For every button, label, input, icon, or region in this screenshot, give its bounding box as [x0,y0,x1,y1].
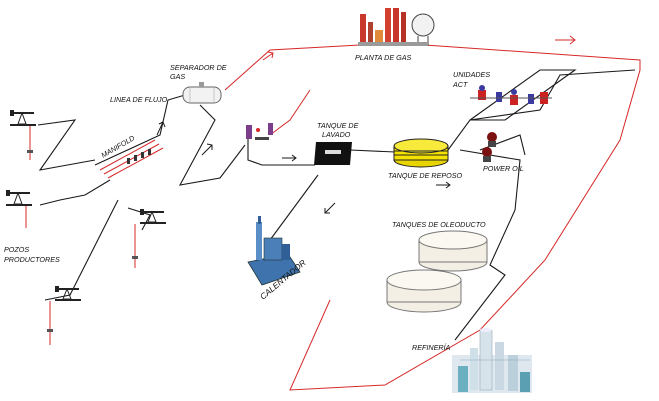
pumpjack-well-4 [47,286,81,345]
label-manifold: MANIFOLD [100,133,137,159]
pipeline-tank-2 [386,269,462,313]
gas-flow-lines [99,44,641,391]
gasline-wash-to-plant [269,89,311,136]
act-units [470,85,552,105]
label-refineria: REFINERÍA [412,343,451,352]
arrow-wash-in [201,143,213,156]
pumpjack-well-3 [132,209,166,268]
gasline-manifold-3 [107,147,164,179]
flowline-to-reposo [349,149,396,153]
manifold-valves [127,149,151,164]
label-tanque-reposo: TANQUE DE REPOSO [388,171,463,180]
flowline-wash [247,132,315,166]
heater [247,216,301,286]
arrow-main-up [156,121,166,136]
flow-arrows [156,35,576,214]
power-oil-pumps [482,132,497,162]
flowline-well-2 [39,179,111,206]
gas-separator [182,82,222,104]
gas-plant [358,8,435,46]
pipeline-tank-1 [418,230,488,272]
arrow-heater [324,202,336,214]
pumpjack-well-2 [6,190,32,228]
settling-tank [393,138,449,168]
flowline-well-3 [127,207,151,231]
label-tanque-lavado-2: LAVADO [322,130,351,139]
label-tanques-oleoducto: TANQUES DE OLEODUCTO [392,220,486,229]
flowline-well-1 [37,119,96,171]
flowline-heater [269,174,319,241]
label-unidades-2: ACT [452,80,468,89]
gasline-plant-out [289,44,641,391]
flowline-to-pipeline [454,149,521,341]
flowline-separator-out [178,104,246,186]
label-unidades-1: UNIDADES [453,70,490,79]
gasline-manifold-1 [99,139,156,171]
arrow-separator [262,51,274,61]
label-separador-1: SEPARADOR DE [170,63,227,72]
arrow-gas-right [555,35,576,45]
flowline-reposo-out [447,69,636,151]
refinery [452,328,532,393]
pumpjack-well-1 [10,110,36,160]
label-linea-de-flujo: LINEA DE FLUJO [110,95,168,104]
wash-tank [314,142,352,165]
label-planta-de-gas: PLANTA DE GAS [355,53,412,62]
label-separador-2: GAS [170,72,185,81]
label-power-oil: POWER OIL [483,164,524,173]
flowline-main [94,94,186,166]
label-pozos-2: PRODUCTORES [4,255,60,264]
wash-tank-piping [246,123,273,140]
oil-flow-lines [37,69,636,341]
arrow-reposo-out [436,181,451,189]
label-tanque-lavado-1: TANQUE DE [317,121,359,130]
flowline-act [469,69,577,121]
gasline-separator-to-plant [224,44,361,91]
arrow-wash-right [282,154,297,162]
label-pozos-1: POZOS [4,245,29,254]
flowline-well-4 [44,199,119,301]
